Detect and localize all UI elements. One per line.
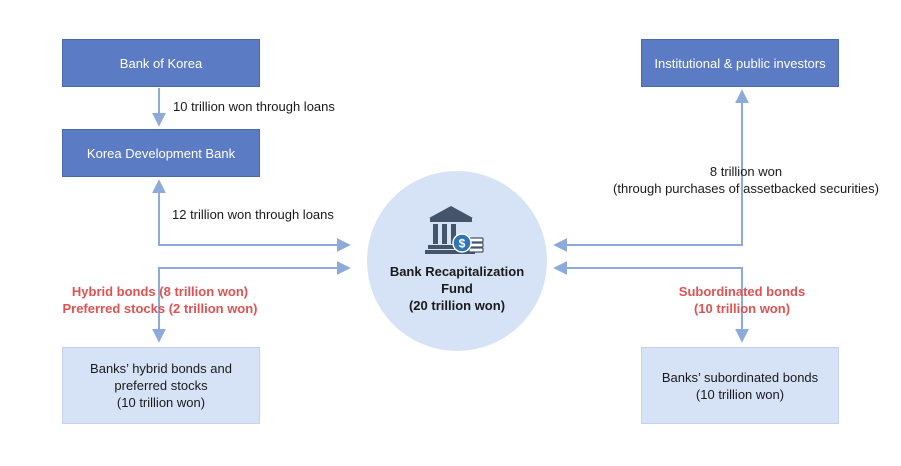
- arrow-fund-to-hybrid: [152, 261, 351, 343]
- investors-label-line1: 8 trillion won: [709, 164, 783, 179]
- bank-of-korea-label: Bank of Korea: [119, 55, 203, 71]
- hybrid-red-line2: Preferred stocks (2 trillion won): [62, 301, 258, 316]
- fund-circle: [367, 171, 547, 351]
- subordinated-bonds-line1: Banks’ subordinated bonds: [661, 369, 819, 385]
- korea-development-bank-label: Korea Development Bank: [86, 145, 236, 161]
- subordinated-bonds-box: Banks’ subordinated bonds (10 trillion w…: [641, 347, 839, 424]
- subordinated-bonds-line2: (10 trillion won): [695, 386, 785, 402]
- kdb-to-fund-label: 12 trillion won through loans: [172, 207, 334, 222]
- fund-title: Bank Recapitalization Fund (20 trillion …: [367, 263, 547, 314]
- bank-of-korea-box: Bank of Korea: [62, 39, 260, 87]
- hybrid-bonds-line1: Banks’ hybrid bonds and: [90, 361, 232, 376]
- institutional-investors-box: Institutional & public investors: [641, 39, 839, 87]
- bank-with-coins-icon: $: [425, 206, 484, 254]
- hybrid-bonds-box: Banks’ hybrid bonds and preferred stocks…: [62, 347, 260, 424]
- arrow-fund-to-subordinated: [553, 261, 749, 343]
- arrow-investors-to-fund: [553, 89, 749, 252]
- korea-development-bank-box: Korea Development Bank: [62, 129, 260, 177]
- subordinated-red-label: Subordinated bonds (10 trillion won): [662, 283, 822, 317]
- fund-title-line2: Fund: [441, 281, 473, 296]
- hybrid-red-line1: Hybrid bonds (8 trillion won): [71, 284, 249, 299]
- fund-title-line1: Bank Recapitalization: [389, 264, 525, 279]
- bok-to-kdb-label: 10 trillion won through loans: [173, 99, 335, 114]
- investors-to-fund-label: 8 trillion won (through purchases of ass…: [590, 163, 901, 197]
- subordinated-red-line1: Subordinated bonds: [678, 284, 806, 299]
- fund-title-line3: (20 trillion won): [408, 298, 506, 313]
- arrow-kdb-to-fund: [152, 179, 351, 252]
- subordinated-red-line2: (10 trillion won): [693, 301, 791, 316]
- svg-text:$: $: [459, 237, 466, 251]
- hybrid-bonds-line3: (10 trillion won): [116, 395, 206, 410]
- institutional-investors-label: Institutional & public investors: [654, 55, 826, 71]
- investors-label-line2: (through purchases of assetbacked securi…: [613, 181, 879, 196]
- hybrid-red-label: Hybrid bonds (8 trillion won) Preferred …: [40, 283, 280, 317]
- hybrid-bonds-line2: preferred stocks: [114, 378, 208, 393]
